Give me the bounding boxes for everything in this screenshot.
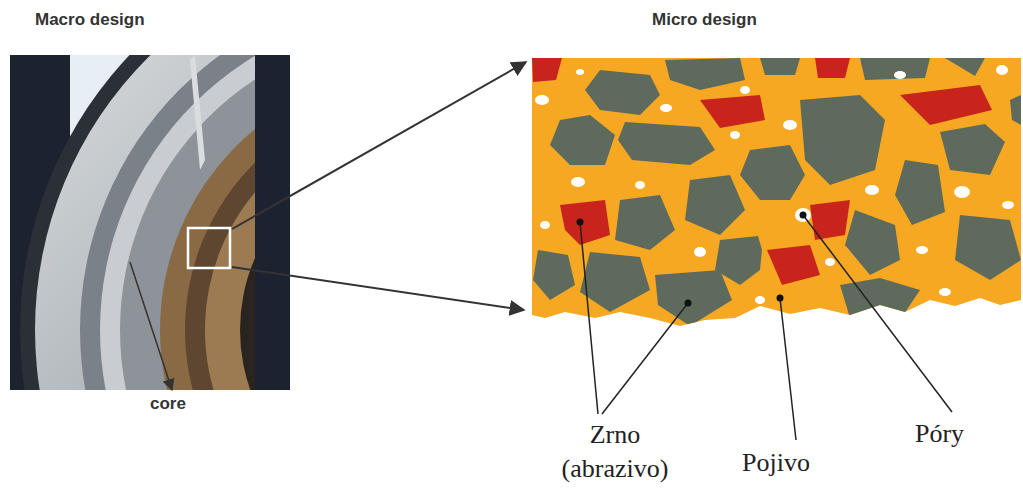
leader-lines [577,212,953,441]
section-title: Micro design [652,10,757,30]
leader-line [130,262,172,390]
zoom-arrow [232,267,524,310]
part-label: Pojivo [742,446,810,480]
micro-structure [530,55,1023,330]
part-label: Zrno (abrazivo) [545,418,685,486]
section-title: Macro design [35,10,145,30]
part-label: core [150,394,186,414]
wheel-photo [10,55,290,390]
part-label: Póry [915,417,964,451]
zoom-arrow [232,62,526,229]
